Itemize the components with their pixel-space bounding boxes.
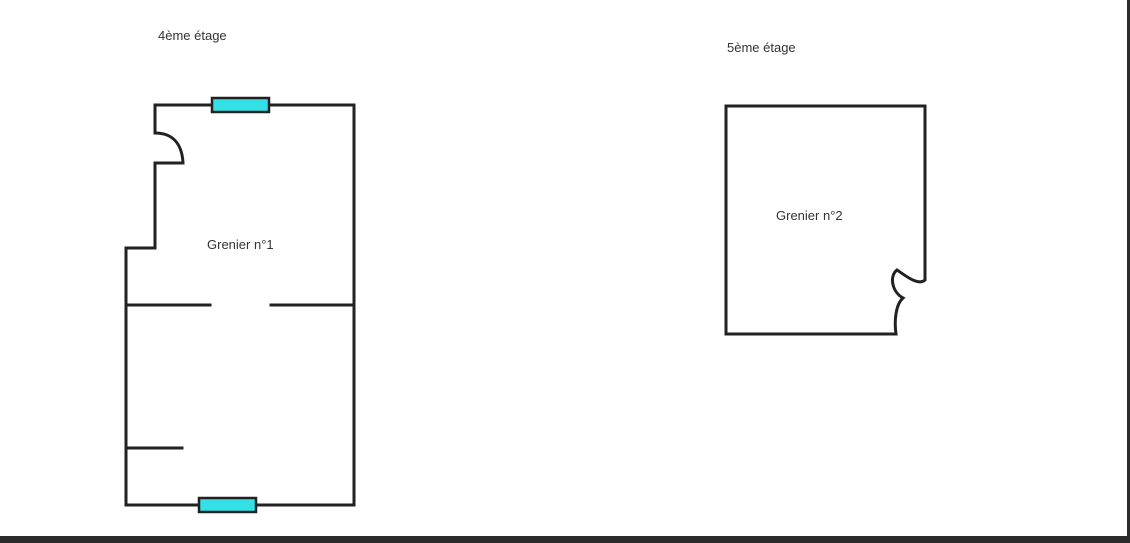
room-label-attic-1: Grenier n°1 — [207, 237, 274, 252]
attic-1-outer-wall — [124, 103, 356, 507]
attic-1-window-bottom — [197, 496, 258, 514]
floor-label-4th: 4ème étage — [158, 28, 227, 43]
floor-plan-5th-floor: 5ème étage Grenier n°2 — [724, 40, 927, 336]
room-label-attic-2: Grenier n°2 — [776, 208, 843, 223]
floor-label-5th: 5ème étage — [727, 40, 796, 55]
attic-2-outer-wall — [724, 104, 927, 336]
attic-1-window-top — [210, 96, 271, 114]
attic-1-door-arc — [154, 131, 185, 165]
floor-plan-4th-floor: 4ème étage Grenier n°1 — [124, 28, 356, 514]
